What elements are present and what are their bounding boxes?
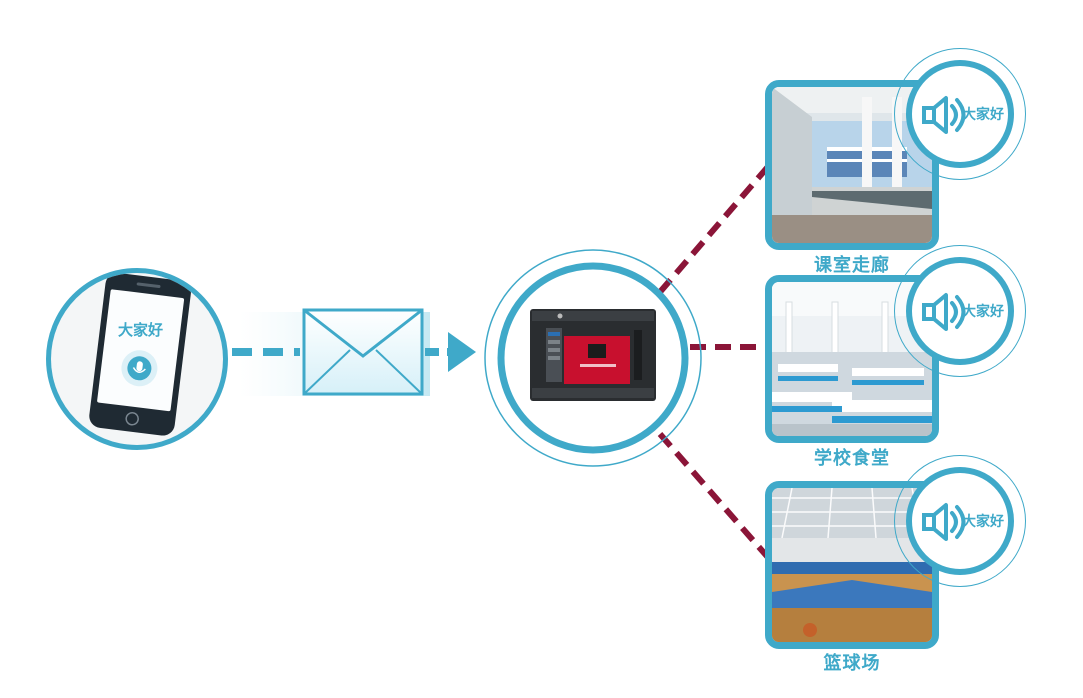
speaker-ring — [894, 245, 1026, 377]
speaker-text: 大家好 — [962, 107, 1004, 123]
server-node — [484, 249, 702, 467]
speaker-icon — [922, 96, 966, 134]
speaker-badge-gym: 大家好 — [906, 467, 1014, 575]
speaker-icon — [922, 293, 966, 331]
phone-screen-text: 大家好 — [118, 321, 164, 339]
speaker-icon — [922, 503, 966, 541]
zone-label-gym: 篮球场 — [823, 653, 881, 674]
speaker-text: 大家好 — [962, 514, 1004, 530]
broadcast-server-icon — [530, 309, 656, 401]
connector-server-gym — [657, 432, 775, 564]
connector-server-corridor — [657, 160, 775, 294]
speaker-text: 大家好 — [962, 304, 1004, 320]
zone-label-corridor: 课室走廊 — [814, 255, 890, 276]
gym-photo — [765, 481, 939, 649]
speaker-badge-canteen: 大家好 — [906, 257, 1014, 365]
canteen-photo — [765, 275, 939, 443]
smartphone-icon — [89, 273, 191, 436]
speaker-badge-corridor: 大家好 — [906, 60, 1014, 168]
speaker-ring — [894, 455, 1026, 587]
zone-label-canteen: 学校食堂 — [814, 448, 890, 469]
envelope-icon — [302, 308, 424, 396]
phone-node — [46, 268, 228, 450]
speaker-ring — [894, 48, 1026, 180]
arrow-head — [448, 332, 476, 372]
